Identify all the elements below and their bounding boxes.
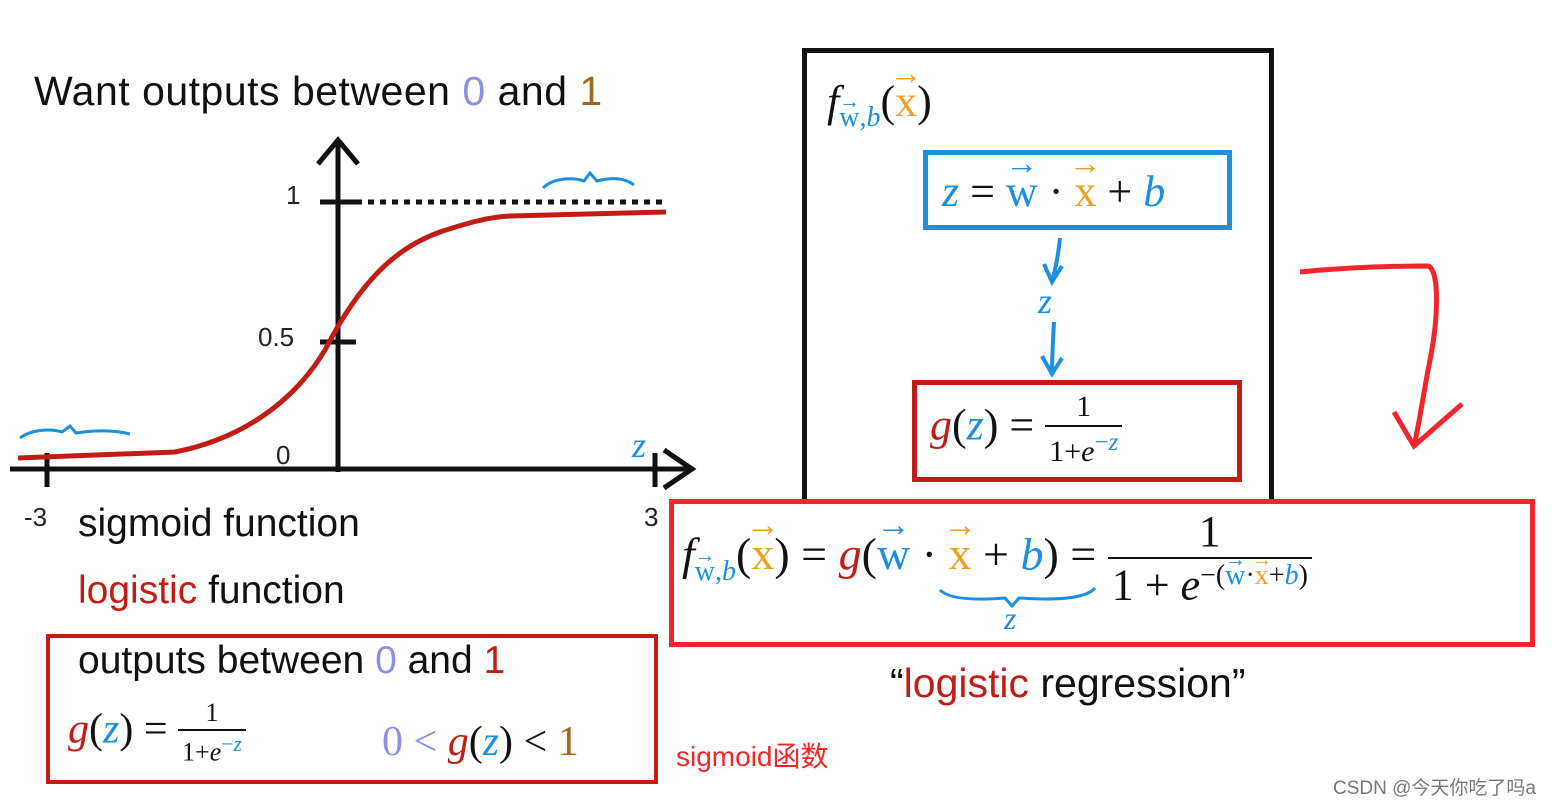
- sigmoid-g-formula: g(z) = 1 1+e−z: [930, 392, 1123, 467]
- x-axis-arrowhead: [662, 447, 697, 491]
- regression-open-quote: “: [890, 660, 904, 706]
- headline-and: and: [497, 68, 568, 114]
- logistic-regression-label: “logistic regression”: [890, 660, 1245, 707]
- down-arrow-2: [1050, 321, 1056, 375]
- x-axis-variable: z: [632, 425, 647, 465]
- red-curved-arrow-head: [1391, 402, 1464, 450]
- ineq-zero: 0: [382, 719, 403, 765]
- headline: Want outputs between 0 and 1: [34, 68, 603, 115]
- logistic-word: logistic: [78, 569, 198, 612]
- y-tick-0-label: 0: [276, 440, 291, 470]
- underbrace-scribble: [938, 586, 1097, 609]
- outputs-between-prefix: outputs between: [78, 639, 365, 682]
- right-brace-scribble: [541, 170, 635, 190]
- ineq-one: 1: [557, 719, 579, 765]
- sigmoid-curve: [17, 209, 667, 461]
- logistic-function-label: logistic function: [78, 569, 345, 613]
- y-axis-arrowhead: [316, 136, 360, 166]
- down-arrow-1-head: [1042, 263, 1064, 287]
- regression-logistic-word: logistic: [903, 660, 1029, 706]
- csdn-watermark: CSDN @今天你吃了吗a: [1333, 778, 1536, 799]
- outputs-one: 1: [483, 639, 506, 682]
- left-brace-scribble: [19, 423, 131, 440]
- logistic-regression-formula: fw,b(x) = g(w · x + b) = 1 1 + e−(w·x+b): [682, 510, 1312, 608]
- outputs-zero: 0: [375, 639, 397, 682]
- down-arrow-2-head: [1040, 355, 1064, 378]
- linear-z-formula: z = w · x + b: [942, 166, 1165, 217]
- outputs-between-box: [46, 634, 658, 784]
- logistic-regression-box: [669, 499, 1535, 647]
- x-tick-right-label: 3: [644, 502, 659, 532]
- headline-one: 1: [579, 68, 603, 114]
- sigmoid-cn-annotation: sigmoid函数: [676, 741, 829, 772]
- range-inequality: 0 < g(z) < 1: [382, 719, 579, 765]
- y-tick-1-label: 1: [286, 180, 301, 210]
- sigmoid-formula: g(z) = 1 1+e−z: [68, 700, 246, 766]
- headline-zero: 0: [462, 68, 486, 114]
- sigmoid-function-label: sigmoid function: [78, 502, 360, 545]
- x-tick-left-label: -3: [24, 502, 48, 532]
- outputs-and: and: [407, 639, 473, 682]
- sigmoid-g-box: [912, 380, 1242, 482]
- function-word: function: [208, 569, 345, 612]
- y-tick-half-label: 0.5: [258, 322, 295, 352]
- headline-prefix: Want outputs between: [34, 68, 451, 114]
- model-function-header: fw,b(x): [827, 76, 932, 134]
- regression-rest: regression”: [1040, 660, 1246, 706]
- underbrace-z-label: z: [1004, 600, 1017, 636]
- outputs-between-text: outputs between 0 and 1: [78, 639, 505, 683]
- arrow-z-label: z: [1038, 281, 1053, 321]
- red-curved-arrow: [1299, 263, 1439, 447]
